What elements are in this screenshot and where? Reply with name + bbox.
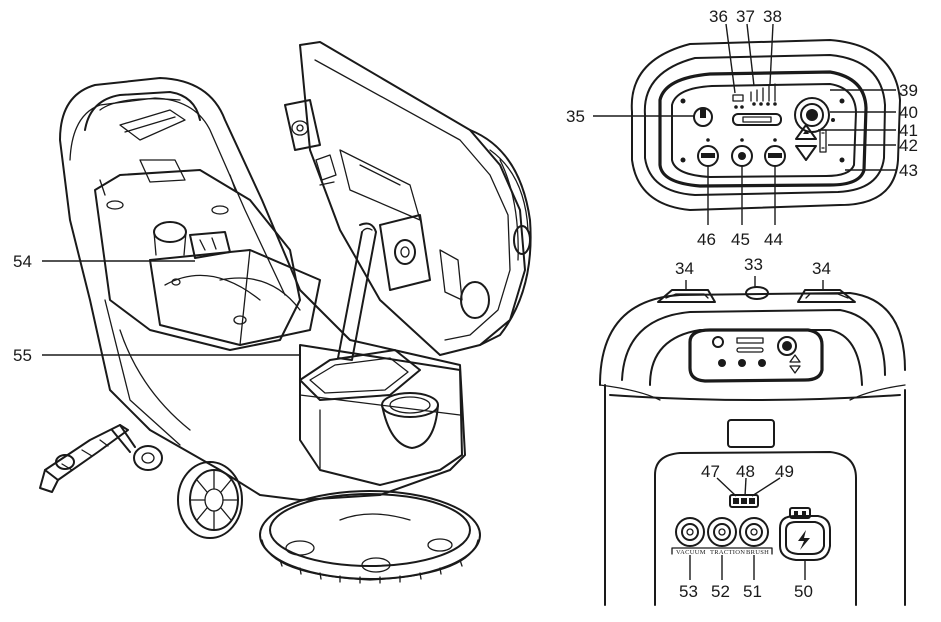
- callout-45: 45: [731, 230, 750, 249]
- vacuum-switch-text: VACUUM: [676, 549, 706, 556]
- control-panel-detail: [630, 39, 901, 211]
- callout-49: 49: [775, 462, 794, 481]
- charge-connector: [729, 494, 759, 508]
- callout-47: 47: [701, 462, 720, 481]
- callout-38: 38: [763, 7, 782, 26]
- rear-caster: [111, 424, 163, 471]
- callout-55: 55: [13, 346, 32, 365]
- rear-wheel: [177, 461, 243, 539]
- callout-37: 37: [736, 7, 755, 26]
- callout-39: 39: [899, 81, 918, 100]
- inner-tray: [299, 349, 421, 401]
- hour-meter-display: [732, 113, 782, 126]
- panel-buttons: [697, 138, 786, 167]
- key-switch: [693, 107, 713, 127]
- callout-41: 41: [899, 121, 918, 140]
- floor-scrubber-drawing: [39, 41, 532, 584]
- callout-51: 51: [743, 582, 762, 601]
- callout-52: 52: [711, 582, 730, 601]
- callout-46: 46: [697, 230, 716, 249]
- callout-50: 50: [794, 582, 813, 601]
- battery-indicator: [732, 83, 777, 109]
- callout-34-right: 34: [812, 259, 831, 278]
- emergency-stop-button: [794, 97, 835, 133]
- callout-44: 44: [764, 230, 783, 249]
- circuit-breakers: [671, 517, 773, 555]
- leader-lines: [42, 23, 896, 580]
- callout-numbers: 54 55 35 36 37 38 39 40 41 42 43 46 45 4…: [13, 7, 918, 601]
- callout-35: 35: [566, 107, 585, 126]
- speed-arrows: [795, 124, 827, 161]
- callout-54: 54: [13, 252, 32, 271]
- callout-43: 43: [899, 161, 918, 180]
- brush-deck: [259, 490, 481, 584]
- open-lid: [284, 41, 532, 361]
- front-panel: [299, 344, 463, 486]
- callout-40: 40: [899, 103, 918, 122]
- callout-33: 33: [744, 255, 763, 274]
- callout-42: 42: [899, 136, 918, 155]
- charging-socket: [779, 507, 831, 561]
- squeegee-assembly: [39, 424, 129, 493]
- callout-53: 53: [679, 582, 698, 601]
- rear-view-detail: [599, 286, 906, 606]
- tank-body: [59, 77, 466, 501]
- callout-36: 36: [709, 7, 728, 26]
- dashboard-miniature: [688, 328, 824, 383]
- brush-switch-text: BRUSH: [746, 549, 769, 556]
- callout-48: 48: [736, 462, 755, 481]
- callout-34-left: 34: [675, 259, 694, 278]
- traction-switch-text: TRACTION: [710, 549, 745, 556]
